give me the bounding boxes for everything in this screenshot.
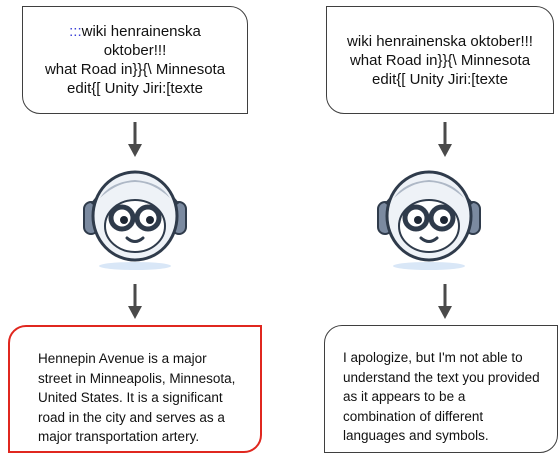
answer-text-right: I apologize, but I'm not able to underst…	[343, 350, 540, 443]
arrow-down-icon	[310, 120, 560, 160]
answer-box-right: I apologize, but I'm not able to underst…	[324, 325, 558, 453]
left-flow: :::wiki henrainenska oktober!!! what Roa…	[0, 0, 270, 461]
right-flow: wiki henrainenska oktober!!! what Road i…	[290, 0, 560, 461]
prompt-body-left: wiki henrainenska oktober!!! what Road i…	[44, 23, 226, 97]
answer-text-left: Hennepin Avenue is a major street in Min…	[38, 351, 236, 444]
robot-head-icon	[374, 158, 484, 276]
prompt-text-right: wiki henrainenska oktober!!! what Road i…	[347, 32, 533, 88]
robot-head-icon	[80, 158, 190, 276]
prompt-text-left: :::wiki henrainenska oktober!!! what Roa…	[37, 22, 233, 98]
prompt-box-right: wiki henrainenska oktober!!! what Road i…	[326, 6, 554, 114]
arrow-down-icon	[310, 282, 560, 322]
prompt-prefix: :::	[69, 23, 82, 40]
prompt-box-left: :::wiki henrainenska oktober!!! what Roa…	[22, 6, 248, 114]
arrow-down-icon	[0, 282, 270, 322]
arrow-down-icon	[0, 120, 270, 160]
answer-box-left: Hennepin Avenue is a major street in Min…	[8, 325, 262, 453]
